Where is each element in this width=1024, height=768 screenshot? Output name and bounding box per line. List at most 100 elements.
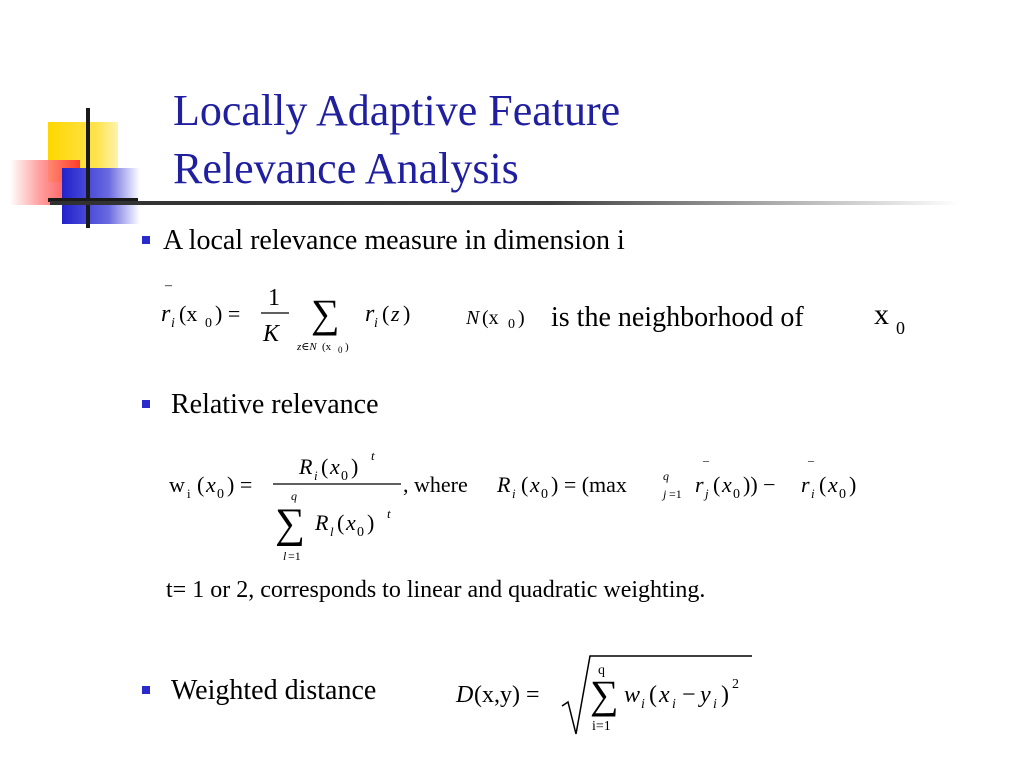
bullet-marker-icon [142,236,150,244]
svg-text:r: r [365,301,375,327]
svg-text:i: i [811,486,815,501]
svg-text:r: r [801,472,810,497]
svg-text:(: ( [321,454,328,479]
svg-text:0: 0 [357,525,364,540]
svg-text:i: i [641,697,645,712]
where-label: , where [403,472,468,497]
formula-weighted-distance: D (x,y) = q ∑ i=1 w i ( x i − y i ) 2 [455,655,752,735]
decorative-logo [0,0,180,240]
svg-text:(: ( [337,510,344,535]
svg-text:–: – [702,453,710,467]
svg-text:): ) [345,341,349,353]
formula-relative-relevance: w i ( x 0 ) = R i ( x 0 ) t q ∑ l =1 R l… [169,448,856,563]
svg-text:i: i [187,486,191,501]
svg-text:t: t [371,448,375,463]
svg-text:) = (max: ) = (max [551,472,627,497]
svg-text:x: x [345,510,356,535]
svg-text:∑: ∑ [311,291,340,336]
title-line-2: Relevance Analysis [173,144,519,193]
svg-text:w: w [624,682,640,708]
formula-x0-symbol: x 0 [874,298,905,338]
svg-text:∑: ∑ [590,672,619,717]
svg-text:t: t [387,506,391,521]
svg-text:): ) [518,307,525,329]
svg-text:x: x [529,472,540,497]
bullet-marker-icon [142,686,150,694]
svg-text:(: ( [713,472,720,497]
svg-text:(: ( [819,472,826,497]
svg-text:∑: ∑ [275,501,305,547]
svg-text:D: D [455,682,473,708]
svg-text:z∈N: z∈N [296,341,317,353]
svg-text:(x: (x [482,307,499,329]
svg-text:) =: ) = [227,472,252,497]
svg-text:(: ( [649,682,657,708]
svg-text:(: ( [382,301,389,326]
svg-text:) =: ) = [215,301,240,326]
svg-text:R: R [496,472,511,497]
svg-text:0: 0 [839,487,846,502]
bullet-marker-icon [142,400,150,408]
svg-text:q: q [598,663,605,678]
svg-text:–: – [164,278,173,293]
svg-text:(: ( [197,472,204,497]
svg-text:i: i [374,316,378,331]
svg-text:): ) [367,510,374,535]
svg-text:K: K [262,321,281,347]
svg-text:i: i [314,468,318,483]
svg-text:0: 0 [733,487,740,502]
svg-text:i: i [512,486,516,501]
svg-text:): ) [721,682,729,708]
slide-title: Locally Adaptive Feature Relevance Analy… [173,82,953,198]
title-divider [50,201,960,205]
svg-text:(x,y) =: (x,y) = [474,682,540,708]
svg-text:R: R [298,454,313,479]
svg-text:0: 0 [341,469,348,484]
svg-text:–: – [807,453,815,467]
svg-text:x: x [721,472,732,497]
svg-text:w: w [169,472,185,497]
svg-text:i: i [171,316,175,331]
svg-text:): ) [351,454,358,479]
svg-text:j: j [661,487,667,501]
svg-text:x: x [329,454,340,479]
svg-text:0: 0 [205,316,212,331]
svg-text:x: x [827,472,838,497]
svg-text:r: r [161,301,171,327]
svg-text:): ) [849,472,856,497]
svg-text:l: l [330,524,334,539]
svg-text:0: 0 [508,317,515,332]
svg-text:0: 0 [338,345,343,355]
svg-text:(x: (x [322,341,332,353]
svg-text:−: − [682,682,696,708]
svg-text:i=1: i=1 [592,719,611,734]
svg-text:i: i [672,697,676,712]
svg-text:0: 0 [217,487,224,502]
svg-text:0: 0 [541,487,548,502]
svg-text:q: q [291,489,297,503]
svg-text:r: r [695,472,704,497]
bullet-3-text: Weighted distance [171,675,377,706]
svg-text:z: z [390,301,400,326]
svg-text:x: x [205,472,216,497]
bullet-2-text: Relative relevance [171,389,379,420]
svg-text:R: R [314,510,329,535]
svg-text:i: i [713,697,717,712]
svg-text:x: x [874,298,889,331]
svg-text:=1: =1 [669,487,682,501]
svg-text:0: 0 [896,318,905,338]
svg-text:): ) [403,301,410,326]
title-line-1: Locally Adaptive Feature [173,86,621,135]
weighting-note: t= 1 or 2, corresponds to linear and qua… [166,577,706,603]
svg-text:2: 2 [732,677,739,692]
svg-text:l: l [283,549,287,563]
svg-text:j: j [703,486,709,501]
svg-text:(: ( [521,472,528,497]
svg-text:)) −: )) − [743,472,776,497]
svg-text:N: N [465,307,481,329]
svg-text:=1: =1 [288,549,301,563]
formula-local-relevance: – r i (x 0 ) = 1 K ∑ z∈N (x 0 ) r i ( z … [161,278,410,355]
svg-text:q: q [663,469,669,483]
bullet-1-text: A local relevance measure in dimension i [163,225,625,256]
svg-text:1: 1 [268,285,280,311]
